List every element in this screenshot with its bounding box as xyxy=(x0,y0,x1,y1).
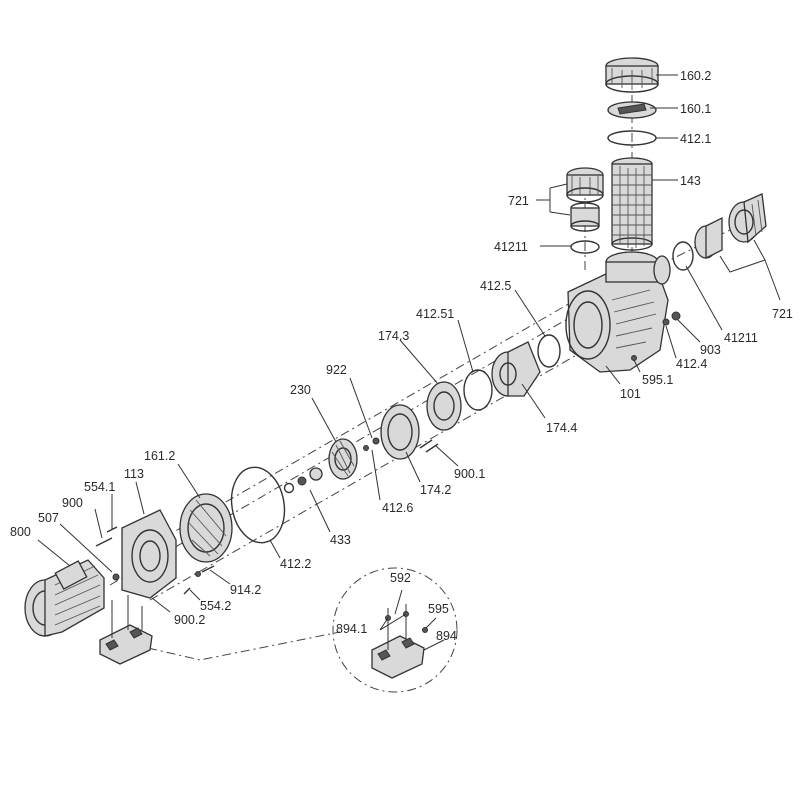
label-900: 900 xyxy=(62,496,83,510)
label-900-1: 900.1 xyxy=(454,467,485,481)
o-ring-412-2-part xyxy=(230,466,286,544)
label-174-4: 174.4 xyxy=(546,421,577,435)
label-900-2: 900.2 xyxy=(174,613,205,627)
motor-base-part xyxy=(99,595,153,665)
label-412-4: 412.4 xyxy=(676,357,707,371)
label-113: 113 xyxy=(124,467,144,481)
label-894: 894 xyxy=(436,629,457,643)
label-721-right: 721 xyxy=(772,307,793,321)
label-914-2: 914.2 xyxy=(230,583,261,597)
screw-parts-left xyxy=(95,526,215,595)
label-507: 507 xyxy=(38,511,59,525)
label-41211-left: 41211 xyxy=(494,240,528,254)
label-721-top: 721 xyxy=(508,194,529,208)
label-922: 922 xyxy=(326,363,347,377)
inlet-fitting-part xyxy=(566,167,604,254)
seal-plate-part xyxy=(179,493,233,563)
label-174-2: 174.2 xyxy=(420,483,451,497)
drain-plug-parts xyxy=(631,311,681,361)
wear-ring-part xyxy=(426,381,462,431)
detail-link-line xyxy=(147,631,341,661)
diffuser-cone-part xyxy=(491,341,541,397)
label-800: 800 xyxy=(10,525,31,539)
center-axis-lower xyxy=(149,329,621,601)
outlet-fitting-part xyxy=(672,193,767,271)
label-161-2: 161.2 xyxy=(144,449,175,463)
pump-housing-part xyxy=(565,251,671,373)
label-592: 592 xyxy=(390,571,411,585)
label-433: 433 xyxy=(330,533,351,547)
o-ring-412-5-part xyxy=(537,334,561,368)
label-412-5: 412.5 xyxy=(480,279,511,293)
label-174-3: 174.3 xyxy=(378,329,409,343)
label-412-2: 412.2 xyxy=(280,557,311,571)
label-230: 230 xyxy=(290,383,311,397)
label-41211-right: 41211 xyxy=(724,331,758,345)
label-160-2: 160.2 xyxy=(680,69,711,83)
label-903: 903 xyxy=(700,343,721,357)
lid-cover-part xyxy=(607,101,657,119)
part-labels: 160.2 160.1 412.1 143 721 41211 412.5 41… xyxy=(10,69,793,643)
label-143: 143 xyxy=(680,174,701,188)
label-412-51: 412.51 xyxy=(416,307,454,321)
label-412-1: 412.1 xyxy=(680,132,711,146)
o-ring-412-51-part xyxy=(463,369,493,411)
label-595: 595 xyxy=(428,602,449,616)
label-554-1: 554.1 xyxy=(84,480,115,494)
leader-lines xyxy=(37,74,781,651)
strainer-basket-part xyxy=(611,157,653,251)
label-894-1: 894.1 xyxy=(336,622,367,636)
label-554-2: 554.2 xyxy=(200,599,231,613)
flange-part xyxy=(121,509,177,599)
label-595-1: 595.1 xyxy=(642,373,673,387)
label-412-6: 412.6 xyxy=(382,501,413,515)
lid-ring-part xyxy=(605,57,659,93)
motor-part xyxy=(24,559,105,637)
impeller-part xyxy=(328,438,358,480)
mechanical-seal-part xyxy=(283,467,323,494)
diffuser-part xyxy=(380,404,439,460)
impeller-screw-part xyxy=(363,437,380,451)
detail-circle xyxy=(332,567,458,693)
label-160-1: 160.1 xyxy=(680,102,711,116)
label-101: 101 xyxy=(620,387,641,401)
